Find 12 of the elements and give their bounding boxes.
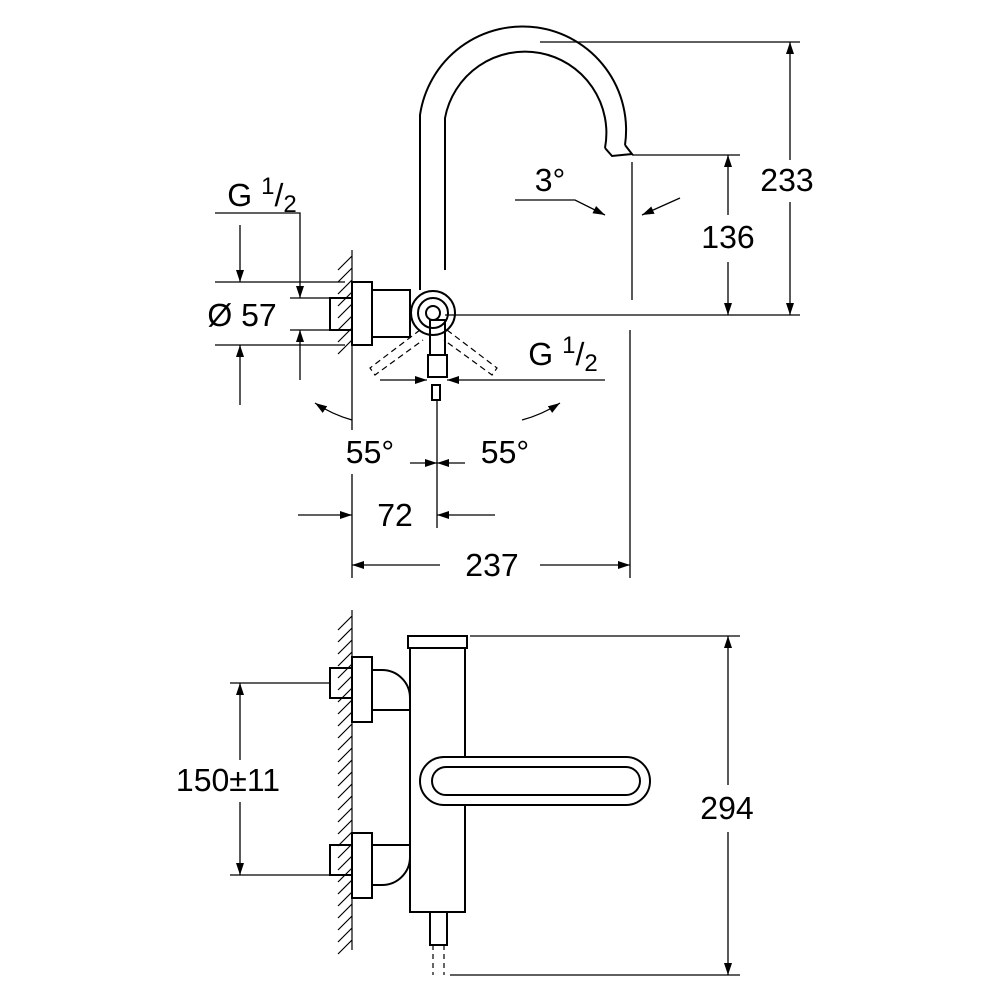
dimension-label: 3° (534, 164, 566, 196)
dimension-label: 294 (700, 792, 754, 824)
dimension-label: 237 (465, 549, 519, 581)
dimension-label: Ø 57 (207, 299, 277, 331)
dimension-label: 233 (760, 164, 814, 196)
dimension-label: 55° (480, 436, 530, 468)
dimension-label: 55° (346, 436, 394, 468)
dimension-label: 136 (701, 221, 755, 253)
dimension-label: G $^{1}$/$_{2}$ (528, 338, 598, 370)
dimension-label: 72 (377, 499, 413, 531)
dimension-label: G $^{1}$/$_{2}$ (227, 179, 297, 211)
dimension-label: 150±11 (176, 764, 280, 796)
